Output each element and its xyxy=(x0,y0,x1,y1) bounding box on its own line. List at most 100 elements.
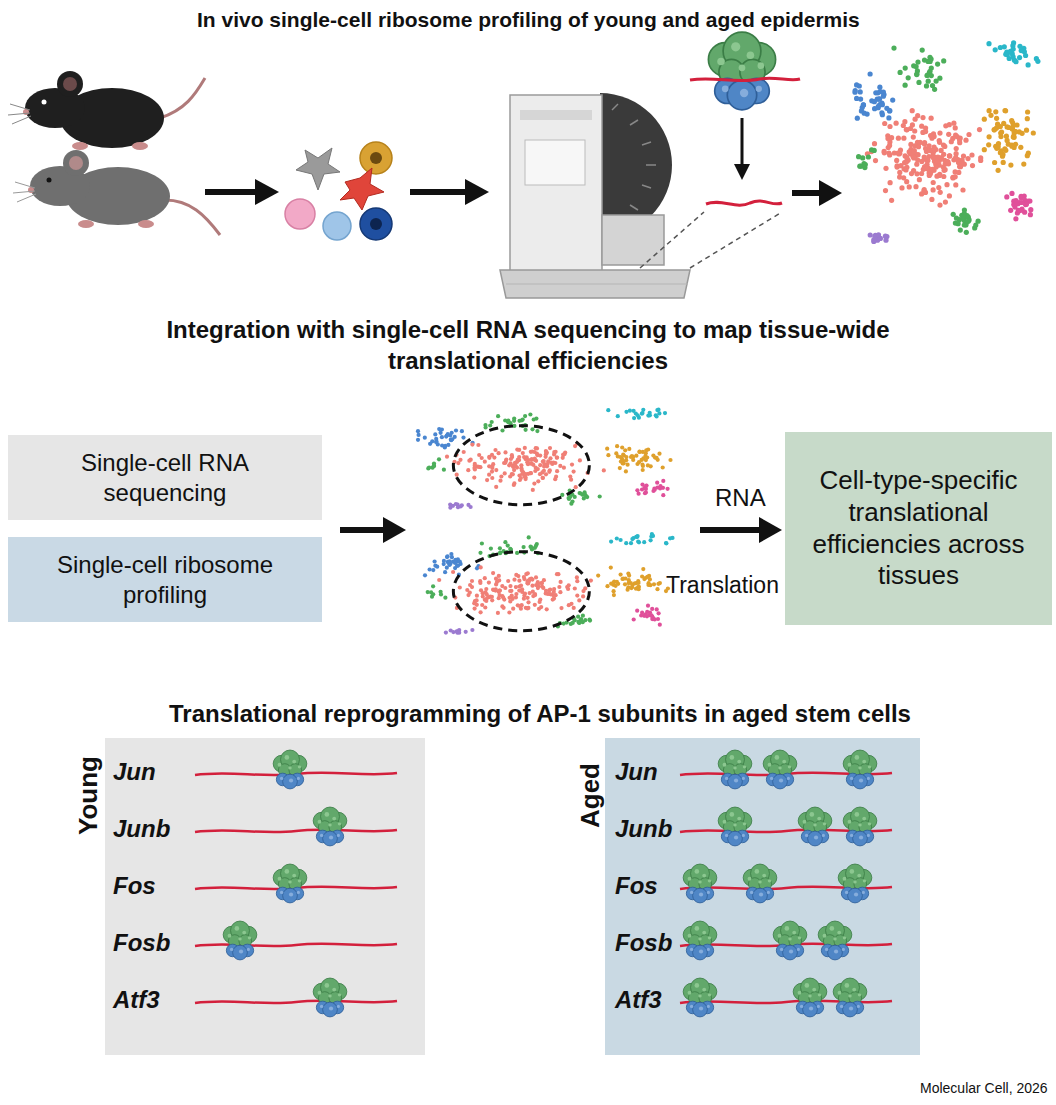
umap-dot xyxy=(446,443,450,447)
umap-dot xyxy=(589,579,593,583)
umap-dot xyxy=(521,451,525,455)
umap-dot xyxy=(511,607,515,611)
umap-dot xyxy=(1035,59,1040,64)
umap-dot xyxy=(904,155,909,160)
umap-dot xyxy=(960,187,965,192)
umap-dot xyxy=(512,468,516,472)
umap-dot xyxy=(536,467,540,471)
umap-dot xyxy=(445,566,449,570)
umap-dot xyxy=(887,152,892,157)
umap-dot xyxy=(640,487,644,491)
umap-dot xyxy=(939,155,944,160)
umap-dot xyxy=(534,446,538,450)
umap-dot xyxy=(481,594,485,598)
umap-dot xyxy=(512,419,516,423)
umap-dot xyxy=(431,584,435,588)
umap-dot xyxy=(581,589,585,593)
umap-dot xyxy=(473,607,477,611)
umap-dot xyxy=(440,435,444,439)
umap-dot xyxy=(630,454,634,458)
umap-dot xyxy=(515,448,519,452)
umap-dot xyxy=(903,66,908,71)
umap-dot xyxy=(872,99,877,104)
umap-dot xyxy=(1023,53,1028,58)
umap-dot xyxy=(935,62,940,67)
umap-plot xyxy=(423,532,675,635)
umap-dot xyxy=(443,570,447,574)
umap-dot xyxy=(561,456,565,460)
umap-dot xyxy=(657,611,661,615)
umap-dot xyxy=(1028,212,1033,217)
umap-dot xyxy=(485,478,489,482)
umap-dot xyxy=(655,414,659,418)
umap-dot xyxy=(904,160,909,165)
umap-dot xyxy=(649,538,653,542)
panel-heading: Young xyxy=(73,756,104,835)
gene-name: Fosb xyxy=(615,929,672,957)
umap-dot xyxy=(649,613,653,617)
umap-dot xyxy=(552,452,556,456)
umap-dot xyxy=(573,444,577,448)
umap-dot xyxy=(612,589,616,593)
umap-dot xyxy=(894,121,899,126)
umap-dot xyxy=(606,453,610,457)
umap-dot xyxy=(646,604,650,608)
umap-dot xyxy=(570,463,574,467)
umap-dot xyxy=(1011,134,1016,139)
umap-dot xyxy=(629,455,633,459)
umap-dot xyxy=(572,470,576,474)
sequencer xyxy=(500,93,690,298)
umap-dot xyxy=(998,134,1003,139)
umap-dot xyxy=(582,496,586,500)
umap-dot xyxy=(609,540,613,544)
umap-dot xyxy=(857,164,862,169)
umap-dot xyxy=(555,469,559,473)
umap-dot xyxy=(890,98,895,103)
umap-dot xyxy=(472,476,476,480)
umap-dot xyxy=(657,452,661,456)
umap-dot xyxy=(503,540,507,544)
umap-dot xyxy=(496,611,500,615)
umap-dot xyxy=(880,102,885,107)
umap-dot xyxy=(498,479,502,483)
umap-dot xyxy=(470,585,474,589)
umap-dot xyxy=(646,463,650,467)
umap-dot xyxy=(895,151,900,156)
umap-dot xyxy=(453,561,457,565)
umap-dot xyxy=(857,83,862,88)
umap-dot xyxy=(941,58,946,63)
umap-dot xyxy=(416,438,420,442)
umap-dot xyxy=(626,463,630,467)
umap-dot xyxy=(498,546,502,550)
umap-dot xyxy=(499,474,503,478)
umap-dot xyxy=(490,470,494,474)
ribosome-icon xyxy=(838,864,872,903)
umap-dot xyxy=(962,207,967,212)
umap-dot xyxy=(922,58,927,63)
umap-dot xyxy=(522,455,526,459)
umap-dot xyxy=(929,65,934,70)
umap-dot xyxy=(636,540,640,544)
umap-dot xyxy=(668,536,672,540)
box-text: Single-cell RNA sequencing xyxy=(65,448,265,507)
umap-plot xyxy=(852,40,1040,244)
gene-name: Junb xyxy=(615,815,672,843)
umap-dot xyxy=(645,610,649,614)
umap-dot xyxy=(541,476,545,480)
umap-dot xyxy=(445,555,449,559)
umap-dot xyxy=(535,452,539,456)
ribosome-icon xyxy=(313,807,347,846)
ribosome-icon xyxy=(273,864,307,903)
umap-dot xyxy=(897,175,902,180)
umap-dot xyxy=(534,575,538,579)
umap-dot xyxy=(643,576,647,580)
umap-dot xyxy=(868,232,873,237)
umap-dot xyxy=(910,108,915,113)
section-label: In vivo single-cell ribosome profiling o… xyxy=(197,8,860,32)
umap-dot xyxy=(423,573,427,577)
ribosome-icon xyxy=(273,750,307,789)
umap-dot xyxy=(541,586,545,590)
umap-dot xyxy=(957,164,962,169)
umap-dot xyxy=(963,138,968,143)
umap-dot xyxy=(503,450,507,454)
